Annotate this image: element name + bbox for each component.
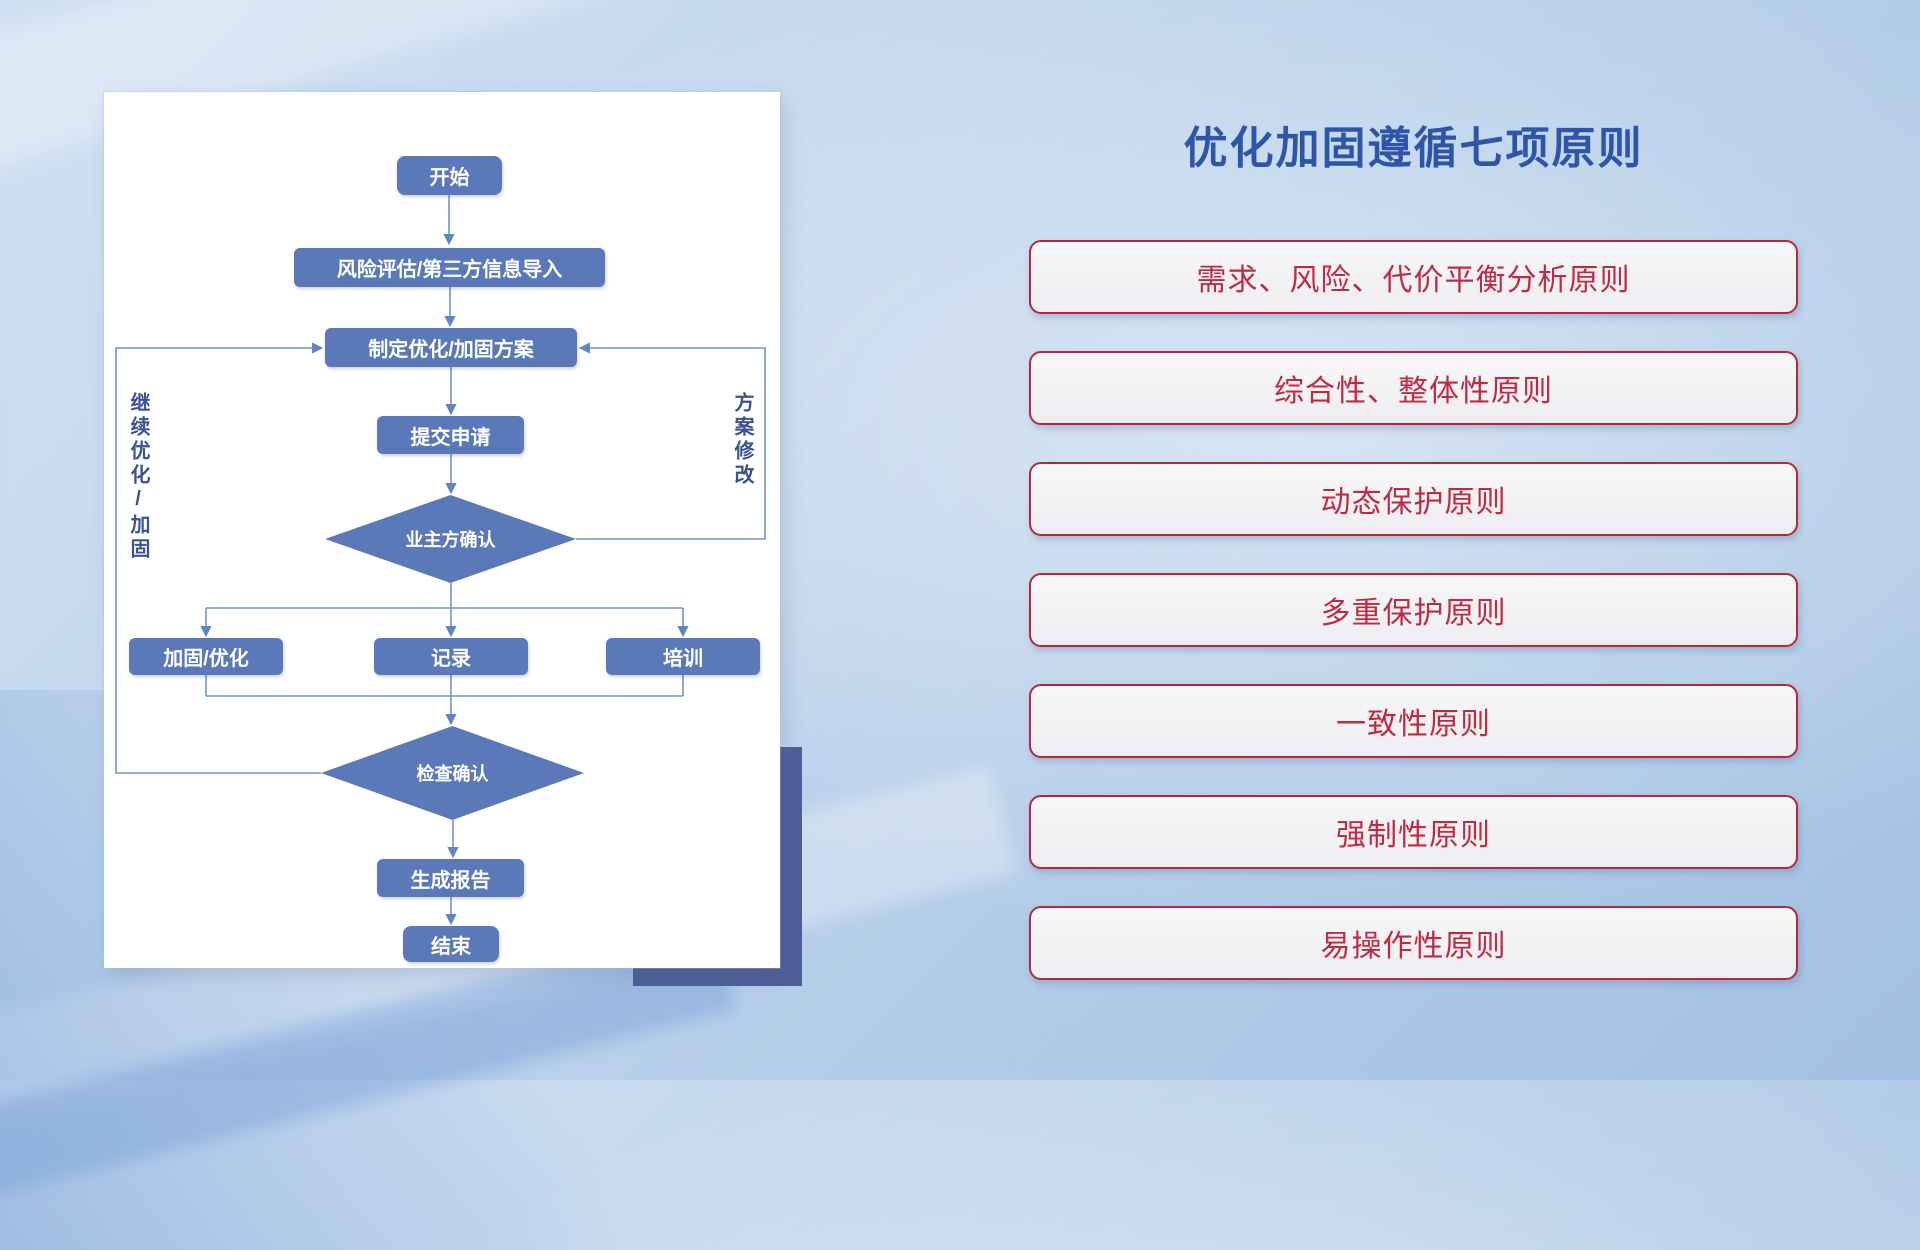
flow-node-harden: 加固/优化 [129,638,283,675]
flow-node-end: 结束 [403,926,499,962]
principles-list: 需求、风险、代价平衡分析原则 综合性、整体性原则 动态保护原则 多重保护原则 一… [1029,240,1798,1017]
flowchart-panel: 开始 风险评估/第三方信息导入 制定优化/加固方案 提交申请 业主方确认 加固/… [104,92,780,968]
flow-node-submit: 提交申请 [377,416,524,454]
flow-node-make-plan: 制定优化/加固方案 [325,328,577,367]
flow-node-report: 生成报告 [377,859,524,897]
background-streak-bottom-blue [0,922,738,1228]
principle-item-5: 一致性原则 [1029,684,1798,758]
page-title: 优化加固遵循七项原则 [1183,124,1644,173]
loop-label-continue-optimize: 继续优化/加固 [127,392,149,562]
principle-item-3: 动态保护原则 [1029,462,1798,536]
principle-item-1: 需求、风险、代价平衡分析原则 [1029,240,1798,314]
principle-item-4: 多重保护原则 [1029,573,1798,647]
flow-node-record: 记录 [374,638,528,675]
flow-node-risk-import: 风险评估/第三方信息导入 [294,248,605,287]
loop-label-plan-modify: 方案修改 [731,392,753,488]
flow-node-training: 培训 [606,638,760,675]
principle-item-2: 综合性、整体性原则 [1029,351,1798,425]
principle-item-6: 强制性原则 [1029,795,1798,869]
flow-node-start: 开始 [397,156,502,195]
principle-item-7: 易操作性原则 [1029,906,1798,980]
